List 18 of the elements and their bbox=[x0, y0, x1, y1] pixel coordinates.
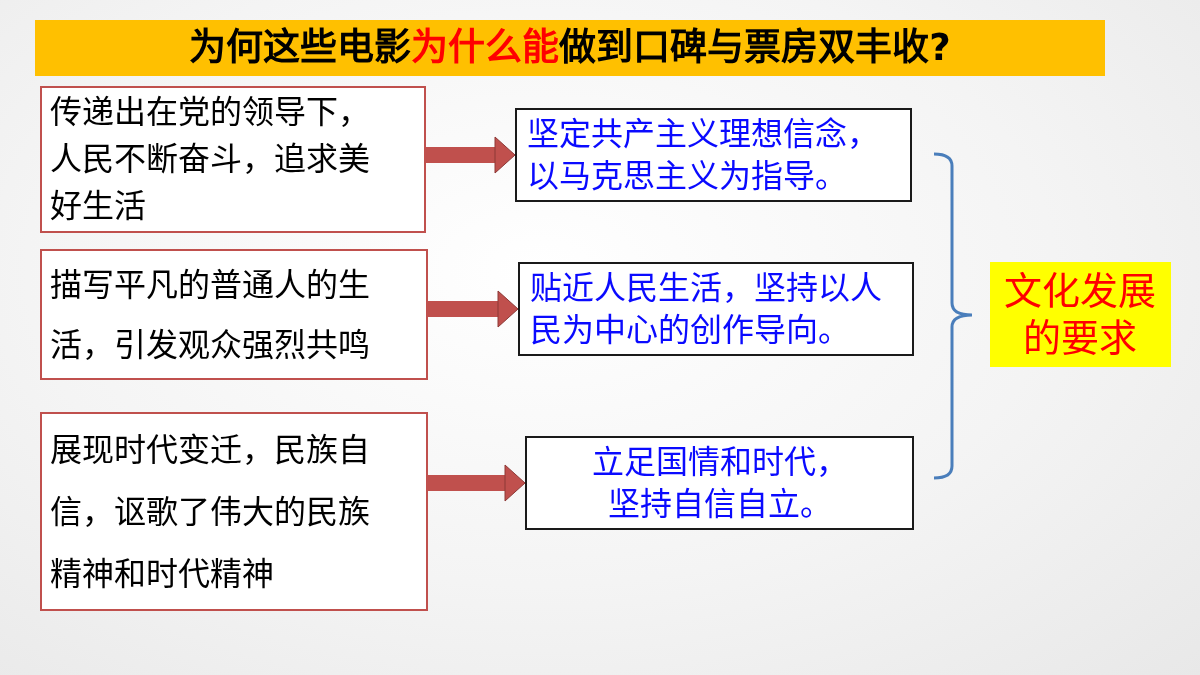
principle-text: 坚定共产主义理想信念，以马克思主义为指导。 bbox=[527, 114, 880, 197]
arrow bbox=[426, 136, 516, 174]
arrow bbox=[428, 290, 519, 328]
statement-text: 传递出在党的领导下，人民不断奋斗，追求美好生活 bbox=[50, 92, 371, 227]
text-box bbox=[40, 86, 426, 233]
principle-text: 贴近人民生活，坚持以人民为中心的创作导向。 bbox=[530, 268, 883, 351]
statement-text: 描写平凡的普通人的生活，引发观众强烈共鸣 bbox=[50, 264, 371, 366]
text-box bbox=[525, 436, 914, 530]
text-box bbox=[518, 262, 914, 356]
arrow bbox=[428, 464, 526, 502]
text-box bbox=[40, 249, 428, 380]
text-box bbox=[515, 108, 912, 202]
highlight-box bbox=[990, 262, 1171, 367]
text-box bbox=[40, 412, 428, 611]
title: 为何这些电影为什么能做到口碑与票房双丰收? bbox=[189, 25, 951, 71]
requirement-text: 文化发展的要求 bbox=[1003, 267, 1158, 362]
statement-text: 展现时代变迁，民族自信，讴歌了伟大的民族精神和时代精神 bbox=[50, 429, 371, 595]
principle-text: 立足国情和时代，坚持自信自立。 bbox=[590, 442, 849, 525]
